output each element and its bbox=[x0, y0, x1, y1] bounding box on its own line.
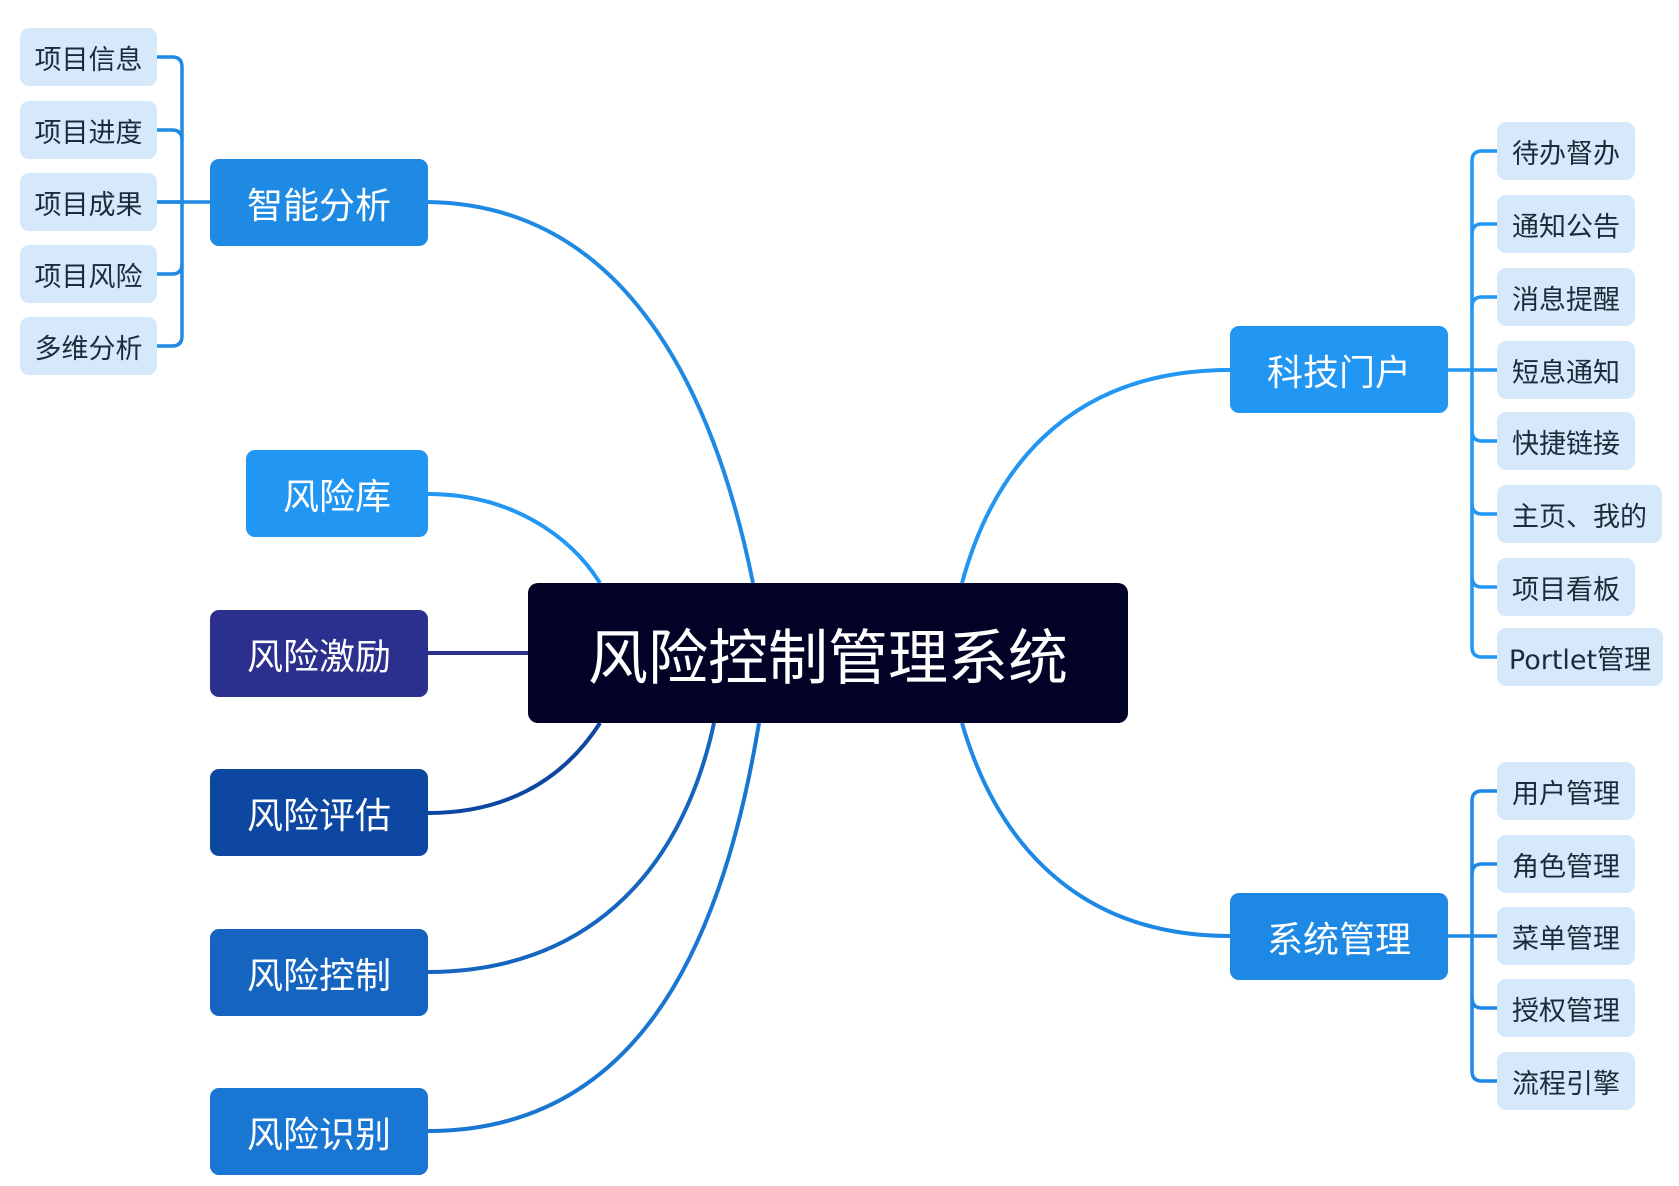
link-root-shibie bbox=[427, 722, 761, 1133]
leaf-xitong-3[interactable]: 授权管理 bbox=[1497, 979, 1635, 1037]
leaf-menhu-7[interactable]: Portlet管理 bbox=[1497, 628, 1663, 686]
leaf-menhu-4[interactable]: 快捷链接 bbox=[1497, 412, 1635, 470]
leaf-xitong-1[interactable]: 角色管理 bbox=[1497, 835, 1635, 893]
leaf-zhineng-0[interactable]: 项目信息 bbox=[20, 28, 157, 86]
leaf-zhineng-1[interactable]: 项目进度 bbox=[20, 101, 157, 159]
branch-zhineng[interactable]: 智能分析 bbox=[210, 159, 428, 246]
bracket-menhu bbox=[1443, 149, 1497, 659]
bracket-zhineng bbox=[157, 55, 210, 348]
leaf-zhineng-3[interactable]: 项目风险 bbox=[20, 245, 157, 303]
link-root-zhineng bbox=[427, 200, 755, 584]
link-root-xitong bbox=[960, 722, 1231, 938]
leaf-xitong-0[interactable]: 用户管理 bbox=[1497, 762, 1635, 820]
branch-kongzhi[interactable]: 风险控制 bbox=[210, 929, 428, 1016]
link-root-fengxianku bbox=[427, 492, 602, 585]
leaf-menhu-6[interactable]: 项目看板 bbox=[1497, 558, 1635, 616]
leaf-menhu-1[interactable]: 通知公告 bbox=[1497, 195, 1635, 253]
root-topic[interactable]: 风险控制管理系统 bbox=[528, 583, 1128, 723]
leaf-menhu-5[interactable]: 主页、我的 bbox=[1497, 485, 1662, 543]
bracket-xitong bbox=[1443, 789, 1497, 1083]
branch-xitong[interactable]: 系统管理 bbox=[1230, 893, 1448, 980]
leaf-zhineng-4[interactable]: 多维分析 bbox=[20, 317, 157, 375]
leaf-menhu-3[interactable]: 短息通知 bbox=[1497, 341, 1635, 399]
leaf-menhu-0[interactable]: 待办督办 bbox=[1497, 122, 1635, 180]
leaf-zhineng-2[interactable]: 项目成果 bbox=[20, 173, 157, 231]
branch-fengxianku[interactable]: 风险库 bbox=[246, 450, 428, 537]
link-root-pinggu bbox=[427, 721, 602, 815]
leaf-xitong-2[interactable]: 菜单管理 bbox=[1497, 907, 1635, 965]
link-root-menhu bbox=[960, 368, 1231, 584]
branch-pinggu[interactable]: 风险评估 bbox=[210, 769, 428, 856]
leaf-xitong-4[interactable]: 流程引擎 bbox=[1497, 1052, 1635, 1110]
branch-shibie[interactable]: 风险识别 bbox=[210, 1088, 428, 1175]
branch-menhu[interactable]: 科技门户 bbox=[1230, 326, 1448, 413]
leaf-menhu-2[interactable]: 消息提醒 bbox=[1497, 268, 1635, 326]
link-root-kongzhi bbox=[427, 722, 716, 974]
branch-jili[interactable]: 风险激励 bbox=[210, 610, 428, 697]
